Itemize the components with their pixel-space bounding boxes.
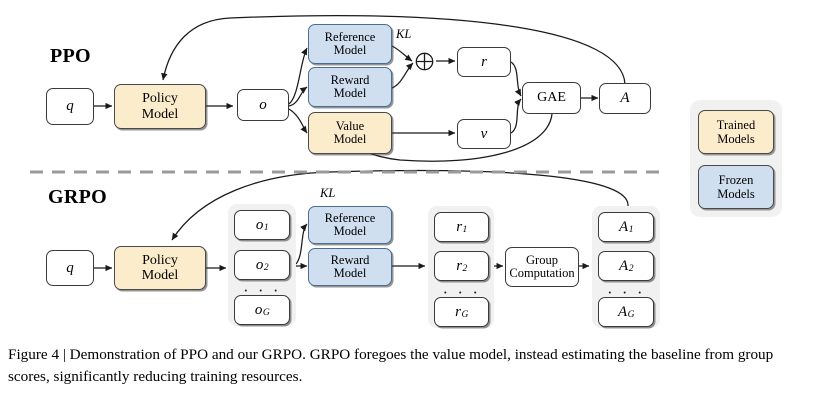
ppo-value-model-box: Value Model [308,112,392,154]
grpo-output-1-symbol: o [255,216,264,233]
ppo-value-model-line2: Model [333,132,367,146]
grpo-advantage-2-symbol: A [619,257,629,274]
grpo-reward-g-subscript: G [461,309,469,320]
grpo-output-g-symbol: o [254,301,263,318]
ppo-gae-box: GAE [522,82,581,114]
grpo-group-computation-line1: Group [526,252,558,267]
grpo-query-box: q [46,250,94,286]
ppo-reward-model-line2: Model [333,86,367,100]
grpo-advantage-2-subscript: 2 [628,263,634,274]
grpo-reference-model-line2: Model [333,224,367,238]
plus-circle-icon [415,52,434,71]
grpo-reward-2-subscript: 2 [462,263,468,274]
legend-trained-line1: Trained [716,118,756,132]
figure-caption: Figure 4 | Demonstration of PPO and our … [8,346,774,385]
grpo-output-g-subscript: G [262,307,270,318]
grpo-outputs-ellipsis: · · · [243,281,281,300]
grpo-group-computation-line2: Computation [509,266,575,280]
grpo-reward-1-symbol: r [456,218,463,235]
grpo-reward-model-box: Reward Model [308,248,392,286]
grpo-advantage-g-symbol: A [617,303,628,320]
grpo-policy-model-box: Policy Model [114,246,206,290]
ppo-policy-model-line1: Policy [142,91,178,107]
grpo-rewards-ellipsis: · · · [442,283,481,302]
grpo-policy-model-line2: Model [141,268,179,283]
grpo-reference-model-line1: Reference [324,210,376,225]
ppo-reference-model-line2: Model [333,43,367,57]
grpo-output-2-symbol: o [255,256,264,273]
grpo-section-label: GRPO [48,186,107,208]
section-divider [30,170,660,174]
legend-trained-models: Trained Models [698,110,774,154]
grpo-reward-1-subscript: 1 [462,224,468,235]
ppo-reference-model-box: Reference Model [308,24,392,64]
legend-frozen-models: Frozen Models [698,165,774,209]
grpo-output-2-subscript: 2 [263,262,269,273]
grpo-advantage-1-subscript: 1 [628,224,634,235]
grpo-reference-model-box: Reference Model [308,206,392,244]
ppo-policy-model-line2: Model [141,106,179,122]
grpo-reward-g-symbol: r [455,303,461,320]
grpo-policy-model-line1: Policy [142,252,178,268]
ppo-reward-model-box: Reward Model [308,67,392,107]
grpo-reward-2-symbol: r [456,257,463,274]
grpo-output-1-subscript: 1 [263,222,269,233]
ppo-reference-model-line1: Reference [324,29,376,44]
grpo-advantage-g-subscript: G [627,309,635,320]
grpo-reward-model-line2: Model [333,266,367,280]
ppo-kl-label: KL [396,27,412,41]
ppo-section-label: PPO [50,45,91,67]
grpo-reward-model-line1: Reward [330,252,370,267]
ppo-reward-value-box: r [457,47,511,77]
ppo-value-estimate-box: v [457,119,511,149]
ppo-output-box: o [237,89,289,121]
grpo-advantage-1-symbol: A [619,218,629,235]
legend-trained-line2: Models [717,132,755,146]
ppo-value-model-line1: Value [335,118,365,133]
grpo-kl-label: KL [320,186,336,200]
grpo-group-computation-box: Group Computation [505,247,579,287]
legend-frozen-line1: Frozen [718,173,754,187]
ppo-policy-model-box: Policy Model [114,84,206,129]
legend-frozen-line2: Models [717,187,755,201]
ppo-reward-model-line1: Reward [330,72,370,87]
grpo-advantages-ellipsis: · · · [607,283,645,302]
ppo-query-box: q [46,88,94,125]
ppo-advantage-box: A [599,83,651,114]
